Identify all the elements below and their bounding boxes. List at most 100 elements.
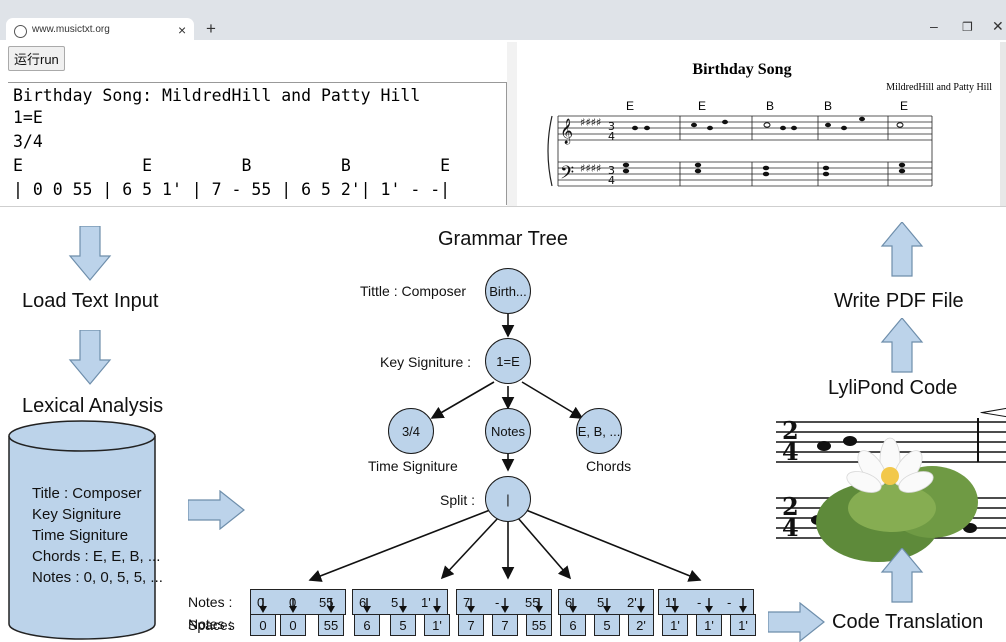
note-cell: 1'	[730, 614, 756, 636]
browser-tab[interactable]	[6, 18, 194, 44]
svg-text:4: 4	[608, 130, 615, 143]
svg-text:4: 4	[782, 437, 799, 466]
key-signature-label: Key Signiture :	[380, 354, 472, 370]
database-cylinder	[8, 420, 156, 640]
note-cell: 6	[354, 614, 380, 636]
load-text-label: Load Text Input	[22, 290, 159, 312]
note-group-value: -	[697, 595, 702, 610]
notes2-row-label: Notes :	[188, 616, 233, 632]
db-line-3: Time Signiture	[32, 527, 129, 544]
notes-node: Notes	[485, 408, 531, 454]
code-translation-label: Code Translation	[832, 611, 984, 633]
note-cell: 5	[594, 614, 620, 636]
cell-arrow-head	[363, 606, 371, 613]
editor-line-1: Birthday Song: MildredHill and Patty Hil…	[13, 86, 421, 105]
cell-arrow-head	[289, 606, 297, 613]
svg-text:♯♯♯♯: ♯♯♯♯	[580, 162, 601, 175]
down-arrow-1	[68, 226, 112, 281]
note-cell: 2'	[628, 614, 654, 636]
note-group-value: 6	[565, 595, 573, 610]
score-title: Birthday Song	[692, 61, 791, 78]
note-group-value: -	[495, 595, 500, 610]
cell-arrow-head	[671, 606, 679, 613]
note-cell: 7	[492, 614, 518, 636]
svg-text:𝆒: 𝆒	[980, 402, 1006, 423]
minimize-icon[interactable]: –	[930, 18, 938, 34]
note-cell: 5	[390, 614, 416, 636]
chords-node: E, B, ...	[576, 408, 622, 454]
cell-arrow-head	[739, 606, 747, 613]
chords-label: Chords	[586, 458, 632, 474]
score-chord-3: B	[766, 99, 774, 113]
lilypond-label: LyliPond Code	[828, 377, 958, 399]
note-cell: 55	[318, 614, 344, 636]
note-group-value: 0	[257, 595, 265, 610]
key-node: 1=E	[485, 338, 531, 384]
note-cell: 1'	[424, 614, 450, 636]
note-cell: 6	[560, 614, 586, 636]
score-composer: MildredHill and Patty Hill	[886, 82, 992, 93]
lilypond-logo: 24 24 𝆒	[776, 402, 1006, 562]
browser-content	[0, 40, 1006, 207]
svg-text:𝄞: 𝄞	[560, 118, 573, 144]
tab-title: www.musictxt.org	[32, 24, 110, 35]
score-chord-5: E	[900, 99, 908, 113]
db-line-2: Key Signiture	[32, 506, 122, 523]
up-arrow-1	[880, 222, 924, 277]
note-cell: 55	[526, 614, 552, 636]
restore-icon[interactable]: ❐	[962, 20, 973, 34]
right-scrollbar[interactable]	[1000, 42, 1006, 206]
note-group-value: 6	[359, 595, 367, 610]
up-arrow-2	[880, 318, 924, 373]
note-group-value: 1'	[421, 595, 431, 610]
window-close-icon[interactable]: ✕	[992, 18, 1004, 34]
spaces-row-label: Spaces	[188, 617, 235, 633]
db-line-4: Chords : E, E, B, ...	[32, 548, 161, 565]
score-chord-4: B	[824, 99, 832, 113]
editor-line-5: | 0 0 55 | 6 5 1' | 7 - 55 | 6 5 2'| 1' …	[13, 180, 451, 199]
cell-arrow-head	[603, 606, 611, 613]
cell-arrow-head	[259, 606, 267, 613]
cell-arrow-head	[705, 606, 713, 613]
right-arrow-translation	[768, 602, 825, 642]
split-node: |	[485, 476, 531, 522]
down-arrow-2	[68, 330, 112, 385]
svg-text:2: 2	[782, 492, 799, 521]
score-preview: Birthday Song MildredHill and Patty Hill…	[547, 61, 992, 188]
cell-arrow-head	[433, 606, 441, 613]
globe-icon	[14, 25, 27, 38]
split-label: Split :	[440, 492, 476, 508]
new-tab-button[interactable]: +	[206, 19, 216, 38]
note-cell: 0	[280, 614, 306, 636]
grammar-tree-heading: Grammar Tree	[438, 228, 569, 250]
title-node: Birth...	[485, 268, 531, 314]
cell-arrow-head	[327, 606, 335, 613]
lexical-analysis-label: Lexical Analysis	[22, 395, 164, 417]
write-pdf-label: Write PDF File	[834, 290, 964, 312]
cell-arrow-head	[535, 606, 543, 613]
notes-row-label: Notes :	[188, 594, 233, 610]
title-composer-label: Tittle : Composer	[360, 283, 467, 299]
note-group-value: 1'	[665, 595, 675, 610]
cell-arrow-head	[569, 606, 577, 613]
score-chord-2: E	[698, 99, 706, 113]
svg-text:2: 2	[782, 416, 799, 445]
svg-text:4: 4	[782, 513, 799, 542]
code-editor[interactable]	[8, 82, 507, 205]
cell-arrow-head	[399, 606, 407, 613]
svg-text:𝄢: 𝄢	[560, 163, 574, 188]
note-group-value: 2'	[627, 595, 637, 610]
note-cell: 1'	[662, 614, 688, 636]
editor-line-2: 1=E	[13, 108, 43, 127]
note-cell: 0	[250, 614, 276, 636]
score-chord-1: E	[626, 99, 634, 113]
db-line-5: Notes : 0, 0, 5, 5, ...	[32, 569, 163, 586]
note-group-value: 7	[463, 595, 471, 610]
cell-arrow-head	[637, 606, 645, 613]
left-scrollbar[interactable]	[507, 42, 517, 206]
run-button[interactable]: 运行run	[8, 46, 65, 71]
time-node: 3/4	[388, 408, 434, 454]
tab-close-icon[interactable]: ×	[178, 22, 187, 38]
